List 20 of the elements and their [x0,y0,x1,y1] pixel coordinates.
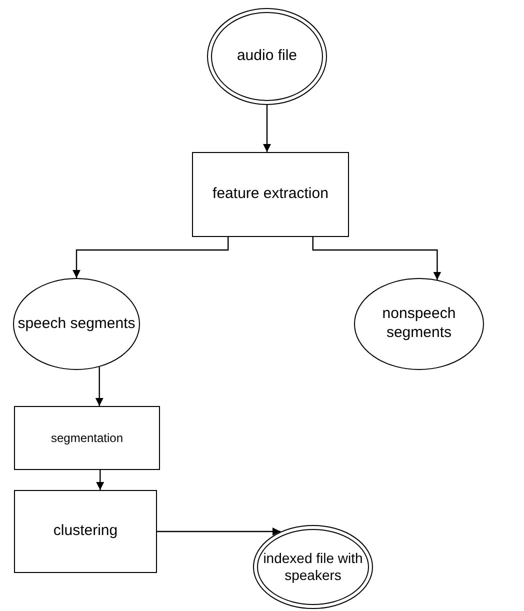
arrow [95,366,104,406]
ellipse-node [13,278,140,370]
node-label: segmentation [50,430,124,446]
node-label: audio file [236,47,298,66]
process-box [14,490,157,573]
node-label: clustering [53,522,118,541]
node-label: speech segments [18,314,136,334]
ellipse-node [354,278,484,370]
process-box [14,406,160,470]
double-ellipse-node [207,8,327,105]
arrow [96,470,104,490]
arrow [312,237,442,280]
arrow [157,528,280,536]
double-ellipse-node [253,525,373,609]
process-box [192,152,349,237]
arrow [263,105,271,152]
node-label: feature extraction [212,185,328,204]
arrow [72,237,229,278]
node-label: nonspeech segments [381,305,457,343]
node-label: indexed file with speakers [262,550,364,584]
